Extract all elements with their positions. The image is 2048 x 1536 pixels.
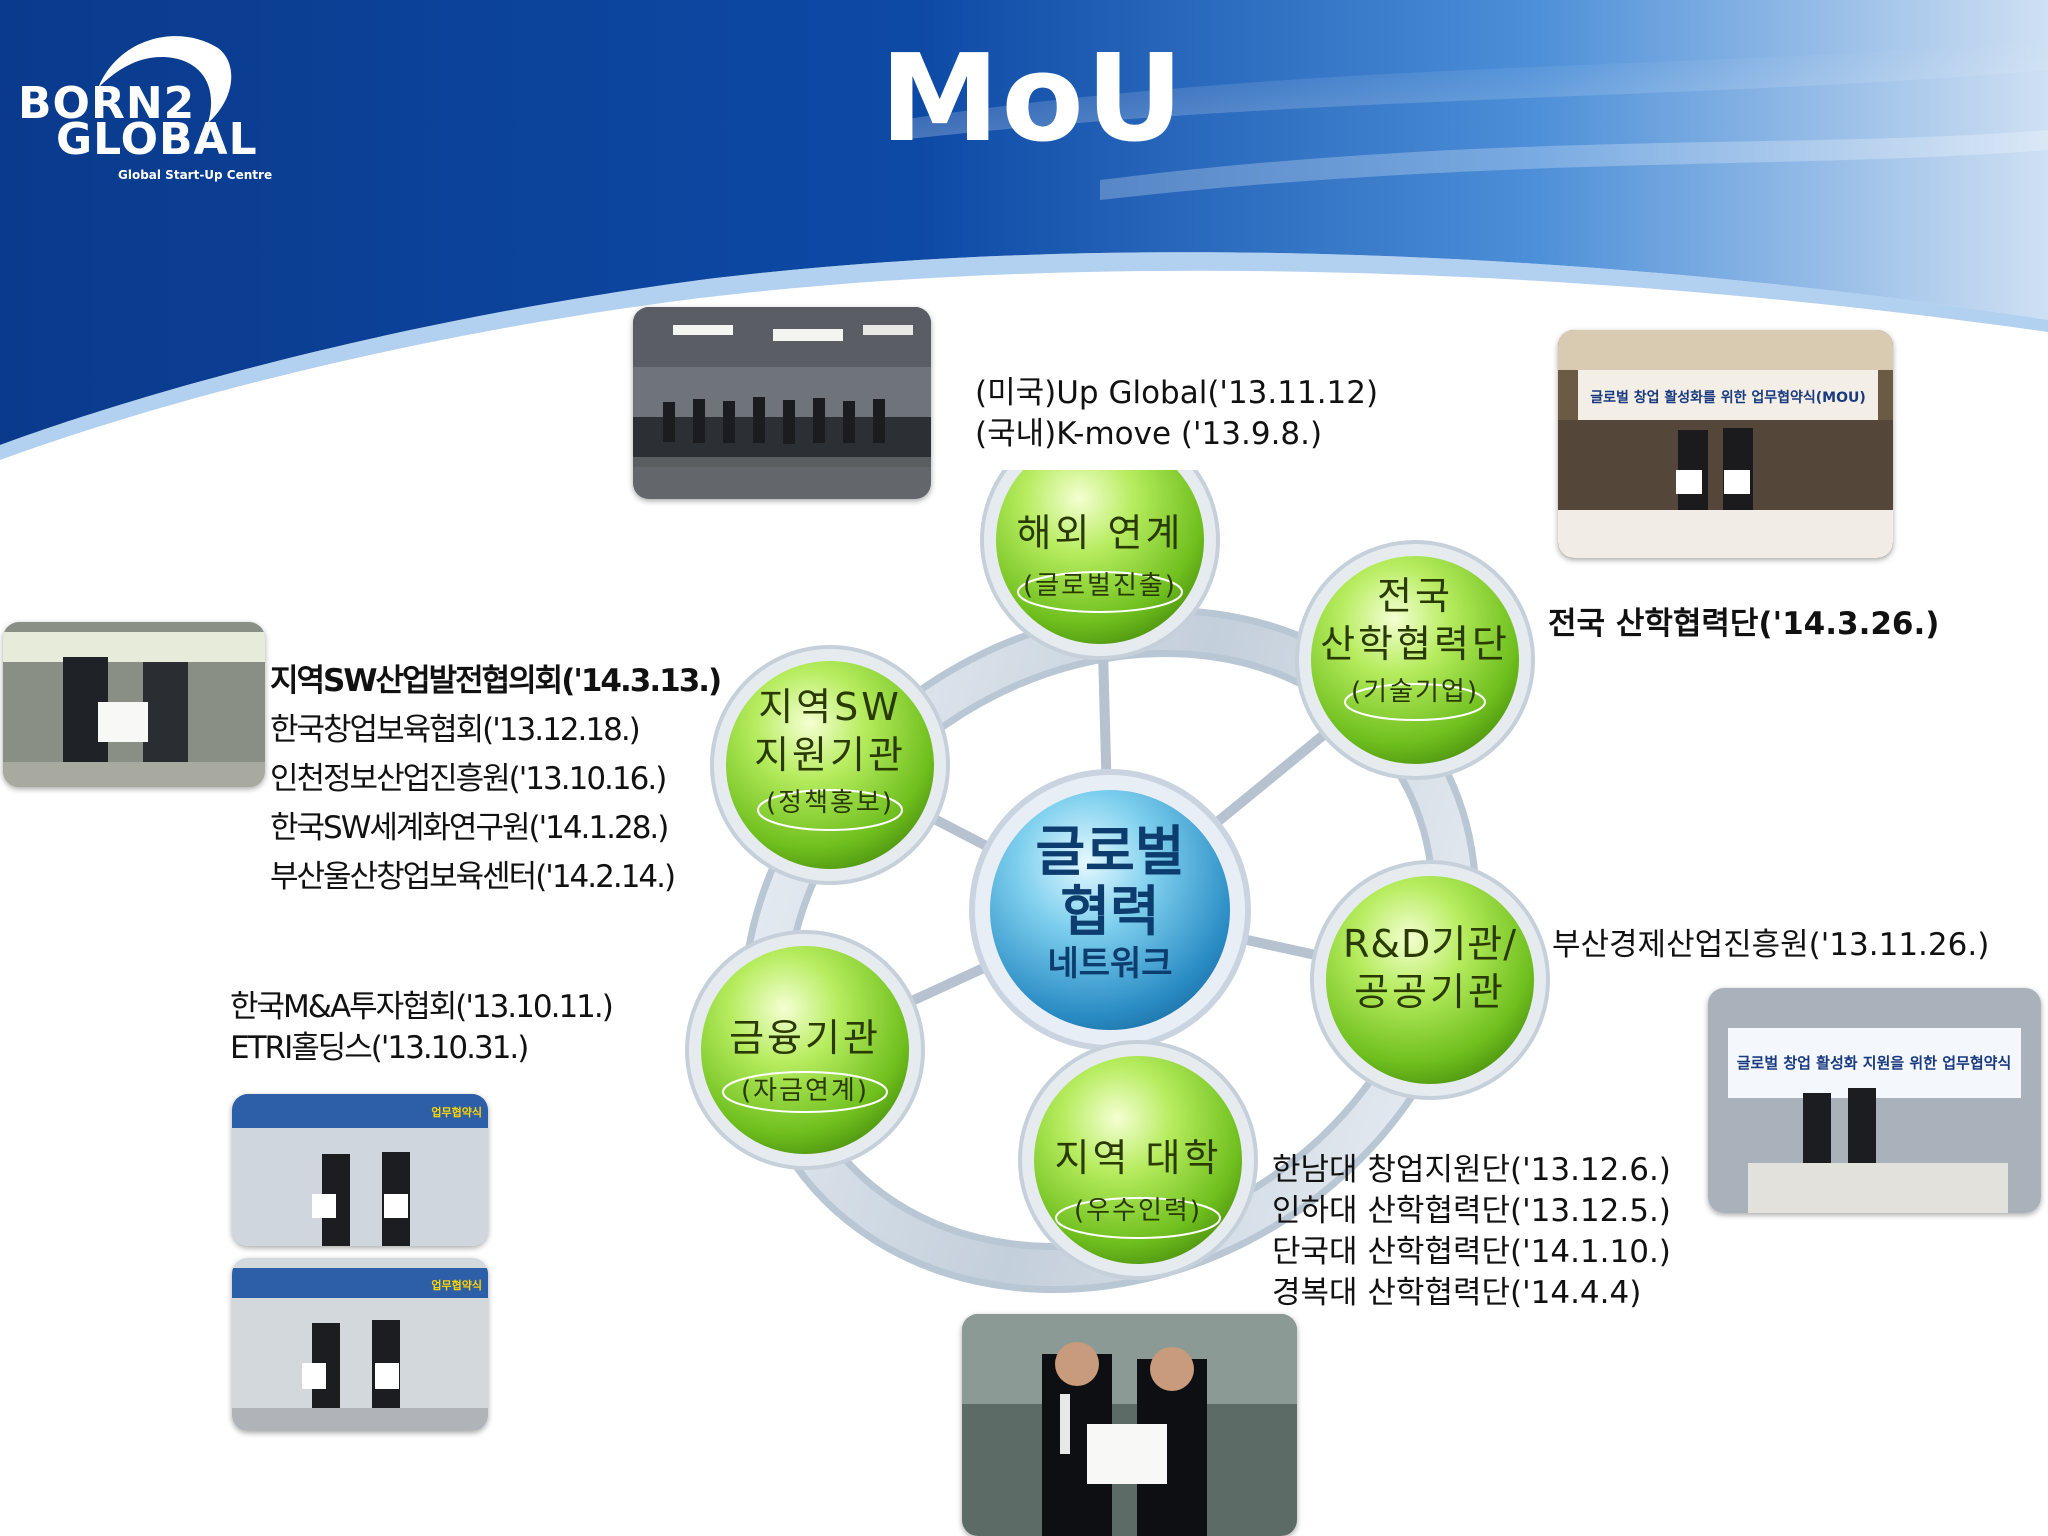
node-finance-subtitle: (자금연계) [741,1076,869,1106]
node-university-title: 지역 대학 [1054,1136,1222,1180]
annotation-university: 한남대 창업지원단('13.12.6.) 인하대 산학협력단('13.12.5.… [1272,1150,1671,1314]
photo-banner-text: 글로벌 창업 활성화를 위한 업무협약식(MOU) [1590,389,1866,406]
photo-finance-mou-2: 업무협약식 [232,1258,488,1431]
annotation-line: 인하대 산학협력단('13.12.5.) [1272,1193,1671,1229]
node-regional-sw-title-2: 지원기관 [754,733,906,777]
node-overseas-label: 해외 연계 (글로벌진출) [990,505,1210,611]
logo-subtitle: Global Start-Up Centre [118,168,273,182]
header-band [0,0,2048,460]
annotation-national: 전국 산학협력단('14.3.26.) [1548,604,1939,645]
node-overseas [980,470,1220,660]
node-rnd-label: R&D기관/ 공공기관 [1320,920,1540,1016]
node-national-title-2: 산학협력단 [1320,622,1510,666]
annotation-overseas: (미국)Up Global('13.11.12) (국내)K-move ('13… [975,373,1378,455]
annotation-line: 한국M&A투자협회('13.10.11.) [230,989,614,1025]
node-regional-sw [710,645,950,885]
node-national-label: 전국 산학협력단 (기술기업) [1305,572,1525,716]
node-finance-title: 금융기관 [729,1016,881,1060]
node-national [1295,540,1535,780]
node-national-title-1: 전국 [1377,574,1453,618]
annotation-line: (미국)Up Global('13.11.12) [975,375,1379,411]
network-diagram [685,470,1550,1293]
node-rnd-title-1: R&D기관/ [1342,922,1518,966]
annotation-line: 전국 산학협력단('14.3.26.) [1548,606,1940,642]
photo-banner-text: 업무협약식 [431,1105,482,1119]
node-rnd-title-2: 공공기관 [1354,970,1506,1014]
hub-label-line2: 협력 [1060,880,1160,943]
hub-label-line3: 네트워크 [1047,944,1173,984]
logo-swoosh-icon [98,36,232,124]
node-regional-sw-subtitle: (정책홍보) [766,788,894,818]
node-national-subtitle: (기술기업) [1351,677,1479,707]
photo-conference-room [633,307,931,499]
photo-banner-text: 글로벌 창업 활성화 지원을 위한 업무협약식 [1737,1054,2012,1072]
photo-finance-mou-1: 업무협약식 [232,1094,488,1246]
photo-rnd-mou: 글로벌 창업 활성화 지원을 위한 업무협약식 [1708,988,2041,1213]
photo-national-mou: 글로벌 창업 활성화를 위한 업무협약식(MOU) [1558,330,1893,558]
annotation-line: 경복대 산학협력단('14.4.4) [1272,1275,1642,1311]
photo-regional-sw-mou [3,622,265,787]
node-regional-sw-label: 지역SW 지원기관 (정책홍보) [720,683,940,827]
annotation-line: 인천정보산업진흥원('13.10.16.) [270,761,667,797]
annotation-regional-sw: 지역SW산업발전협의회('14.3.13.) 한국창업보육협회('13.12.1… [270,656,722,902]
node-regional-sw-title-1: 지역SW [758,685,902,729]
node-overseas-title: 해외 연계 [1016,511,1184,555]
photo-banner-text: 업무협약식 [431,1278,482,1292]
annotation-line: 한국SW세계화연구원('14.1.28.) [270,810,669,846]
logo-text-line2: GLOBAL [56,114,258,165]
hub-label-line1: 글로벌 [1035,820,1185,883]
hub-label: 글로벌 협력 네트워크 [990,822,1230,986]
node-finance [685,930,925,1170]
born2global-logo: BORN2 GLOBAL Global Start-Up Centre [18,28,272,182]
node-overseas-subtitle: (글로벌진출) [1023,571,1177,601]
logo-text-line1: BORN2 [18,78,196,129]
annotation-line: 한남대 창업지원단('13.12.6.) [1272,1152,1671,1188]
annotation-line: ETRI홀딩스('13.10.31.) [230,1030,529,1066]
annotation-line: 한국창업보육협회('13.12.18.) [270,712,641,748]
annotation-line: 단국대 산학협력단('14.1.10.) [1272,1234,1671,1270]
page-title: MoU [880,30,1186,169]
hub-circle [990,790,1230,1030]
node-rnd [1310,860,1550,1100]
annotation-line: (국내)K-move ('13.9.8.) [975,416,1323,452]
annotation-line: 부산경제산업진흥원('13.11.26.) [1552,927,1990,963]
node-university [1018,1040,1258,1280]
photo-university-mou [962,1314,1297,1536]
annotation-line: 부산울산창업보육센터('14.2.14.) [270,859,676,895]
annotation-rnd: 부산경제산업진흥원('13.11.26.) [1552,925,1989,966]
node-university-label: 지역 대학 (우수인력) [1028,1130,1248,1236]
node-university-subtitle: (우수인력) [1074,1196,1202,1226]
node-finance-label: 금융기관 (자금연계) [695,1010,915,1116]
annotation-line-bold: 지역SW산업발전협의회('14.3.13.) [270,663,722,699]
annotation-finance: 한국M&A투자협회('13.10.11.) ETRI홀딩스('13.10.31.… [230,987,614,1069]
